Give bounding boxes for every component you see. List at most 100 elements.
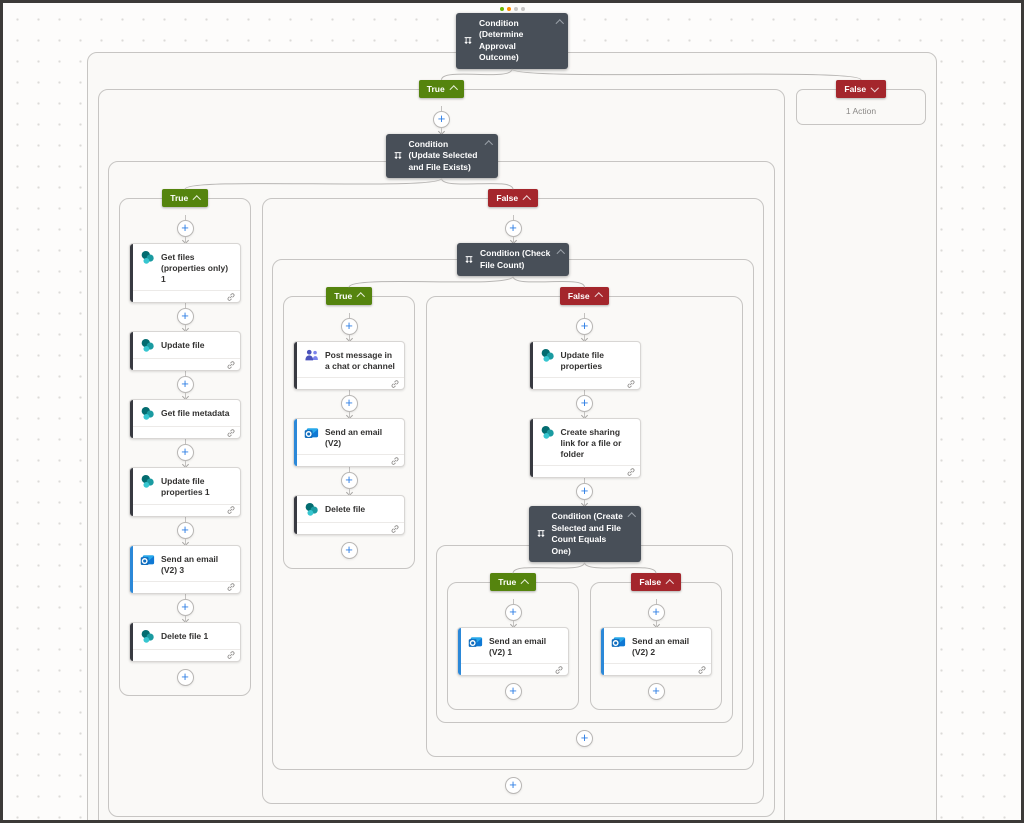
branch-badge-false[interactable]: False — [559, 287, 610, 306]
branch-badge-false[interactable]: False — [836, 79, 886, 98]
action-title: Post message in a chat or channel — [325, 350, 395, 372]
insert-action-button[interactable] — [504, 220, 522, 238]
connector-stripe — [130, 332, 133, 371]
connector — [576, 390, 593, 420]
outlook-icon — [611, 634, 626, 649]
insert-action-button[interactable] — [576, 318, 593, 336]
insert-action-button[interactable] — [340, 395, 358, 413]
branch-badge-true[interactable]: True — [326, 287, 372, 306]
action-card-delete-file-1[interactable]: Delete file 1 — [129, 621, 241, 662]
action-card-update-file-properties[interactable]: Update file properties — [528, 341, 641, 391]
connector-stripe — [529, 419, 533, 478]
insert-action-button[interactable] — [176, 308, 194, 326]
action-card-update-file-properties-1[interactable]: Update file properties 1 — [129, 467, 241, 517]
branch-check-count-false: False — [426, 287, 743, 758]
branch-badge-true[interactable]: True — [490, 573, 536, 592]
insert-action-button[interactable] — [433, 110, 450, 128]
action-card-send-an-email-v2[interactable]: Send an email (V2) — [293, 418, 405, 468]
branch-label: False — [496, 193, 519, 204]
insert-action-button[interactable] — [504, 604, 522, 622]
insert-action-button[interactable] — [576, 395, 593, 413]
action-card-get-files-properties-only-1[interactable]: Get files (properties only) 1 — [129, 243, 241, 304]
link-icon — [226, 582, 236, 592]
chevron-up-icon — [449, 85, 458, 94]
condition-card-create-selected-equals-one[interactable]: Condition (Create Selected and File Coun… — [528, 506, 641, 563]
add-action-button[interactable] — [340, 542, 358, 560]
action-title: Send an email (V2) 1 — [489, 636, 547, 658]
branch-container-check-count-false: Update file properties — [426, 296, 743, 758]
branch-badge-false[interactable]: False — [631, 573, 681, 592]
action-title: Create sharing link for a file or folder — [560, 427, 622, 460]
chevron-up-icon — [357, 293, 365, 302]
action-card-send-an-email-v2-3[interactable]: Send an email (V2) 3 — [129, 544, 241, 594]
chevron-up-icon — [193, 195, 201, 204]
branch-create-selected-true: True — [447, 573, 579, 711]
action-card-update-file[interactable]: Update file — [129, 331, 241, 372]
connector — [176, 439, 194, 469]
insert-action-button[interactable] — [576, 483, 593, 501]
branch-label: True — [426, 83, 445, 94]
branch-container-check-count-true: Post message in a chat or channel — [283, 296, 415, 570]
connector — [340, 467, 358, 497]
connector-stripe — [130, 244, 133, 303]
insert-action-button[interactable] — [176, 521, 194, 539]
branch-root-false: False 1 Action — [796, 79, 926, 125]
action-title: Update file — [161, 340, 205, 351]
connector — [340, 390, 358, 420]
insert-action-button[interactable] — [176, 598, 194, 616]
action-title: Get files (properties only) 1 — [161, 252, 229, 285]
connector — [647, 599, 665, 629]
status-dot-gray — [513, 7, 518, 11]
add-action-button[interactable] — [504, 683, 522, 701]
add-action-button[interactable] — [647, 683, 665, 701]
status-dot-gray — [520, 7, 525, 11]
connector-stripe — [529, 342, 533, 390]
link-icon — [626, 379, 636, 389]
link-icon — [226, 428, 236, 438]
connector — [433, 105, 450, 135]
connector-stripe — [601, 628, 604, 676]
insert-action-button[interactable] — [176, 220, 194, 238]
add-action-button[interactable] — [576, 730, 593, 748]
action-card-send-an-email-v2-1[interactable]: Send an email (V2) 1 — [457, 627, 569, 677]
action-title: Update file properties 1 — [161, 476, 210, 498]
chevron-up-icon — [521, 579, 529, 588]
link-icon — [390, 379, 400, 389]
connector — [576, 478, 593, 508]
condition-title: Condition (Check File Count) — [480, 248, 551, 270]
sharepoint-icon — [304, 502, 319, 517]
add-action-button[interactable] — [176, 668, 194, 686]
condition-block-root: Condition (Determine Approval Outcome) T… — [87, 13, 937, 820]
status-dot-green — [499, 7, 504, 11]
flow-canvas: Condition (Determine Approval Outcome) T… — [3, 3, 1021, 820]
insert-action-button[interactable] — [340, 472, 358, 490]
connector — [504, 215, 522, 245]
condition-card-update-selected-and-file-exists[interactable]: Condition (Update Selected and File Exis… — [385, 133, 498, 179]
condition-card-check-file-count[interactable]: Condition (Check File Count) — [457, 243, 569, 277]
connector — [504, 599, 522, 629]
insert-action-button[interactable] — [647, 604, 665, 622]
branch-badge-true[interactable]: True — [418, 79, 465, 98]
action-card-send-an-email-v2-2[interactable]: Send an email (V2) 2 — [600, 627, 712, 677]
condition-scope-create-selected: True — [436, 545, 733, 724]
condition-card-determine-approval-outcome[interactable]: Condition (Determine Approval Outcome) — [456, 13, 568, 69]
insert-action-button[interactable] — [340, 318, 358, 336]
action-card-get-file-metadata[interactable]: Get file metadata — [129, 399, 241, 440]
branch-badge-false[interactable]: False — [488, 189, 538, 208]
link-icon — [390, 524, 400, 534]
chevron-up-icon — [665, 579, 674, 588]
add-action-button[interactable] — [504, 777, 522, 795]
action-card-post-message-in-chat-or-channel[interactable]: Post message in a chat or channel — [293, 341, 405, 391]
link-icon — [226, 505, 236, 515]
outlook-icon — [140, 552, 155, 567]
branch-badge-true[interactable]: True — [162, 189, 208, 208]
trigger-status-dots — [499, 7, 525, 11]
insert-action-button[interactable] — [176, 444, 194, 462]
action-card-delete-file[interactable]: Delete file — [293, 495, 405, 536]
link-icon — [697, 665, 707, 675]
condition-title: Condition (Update Selected and File Exis… — [408, 138, 478, 172]
action-card-create-sharing-link[interactable]: Create sharing link for a file or folder — [528, 418, 641, 479]
insert-action-button[interactable] — [176, 376, 194, 394]
branch-label: False — [639, 577, 662, 588]
chevron-up-icon — [594, 293, 603, 302]
